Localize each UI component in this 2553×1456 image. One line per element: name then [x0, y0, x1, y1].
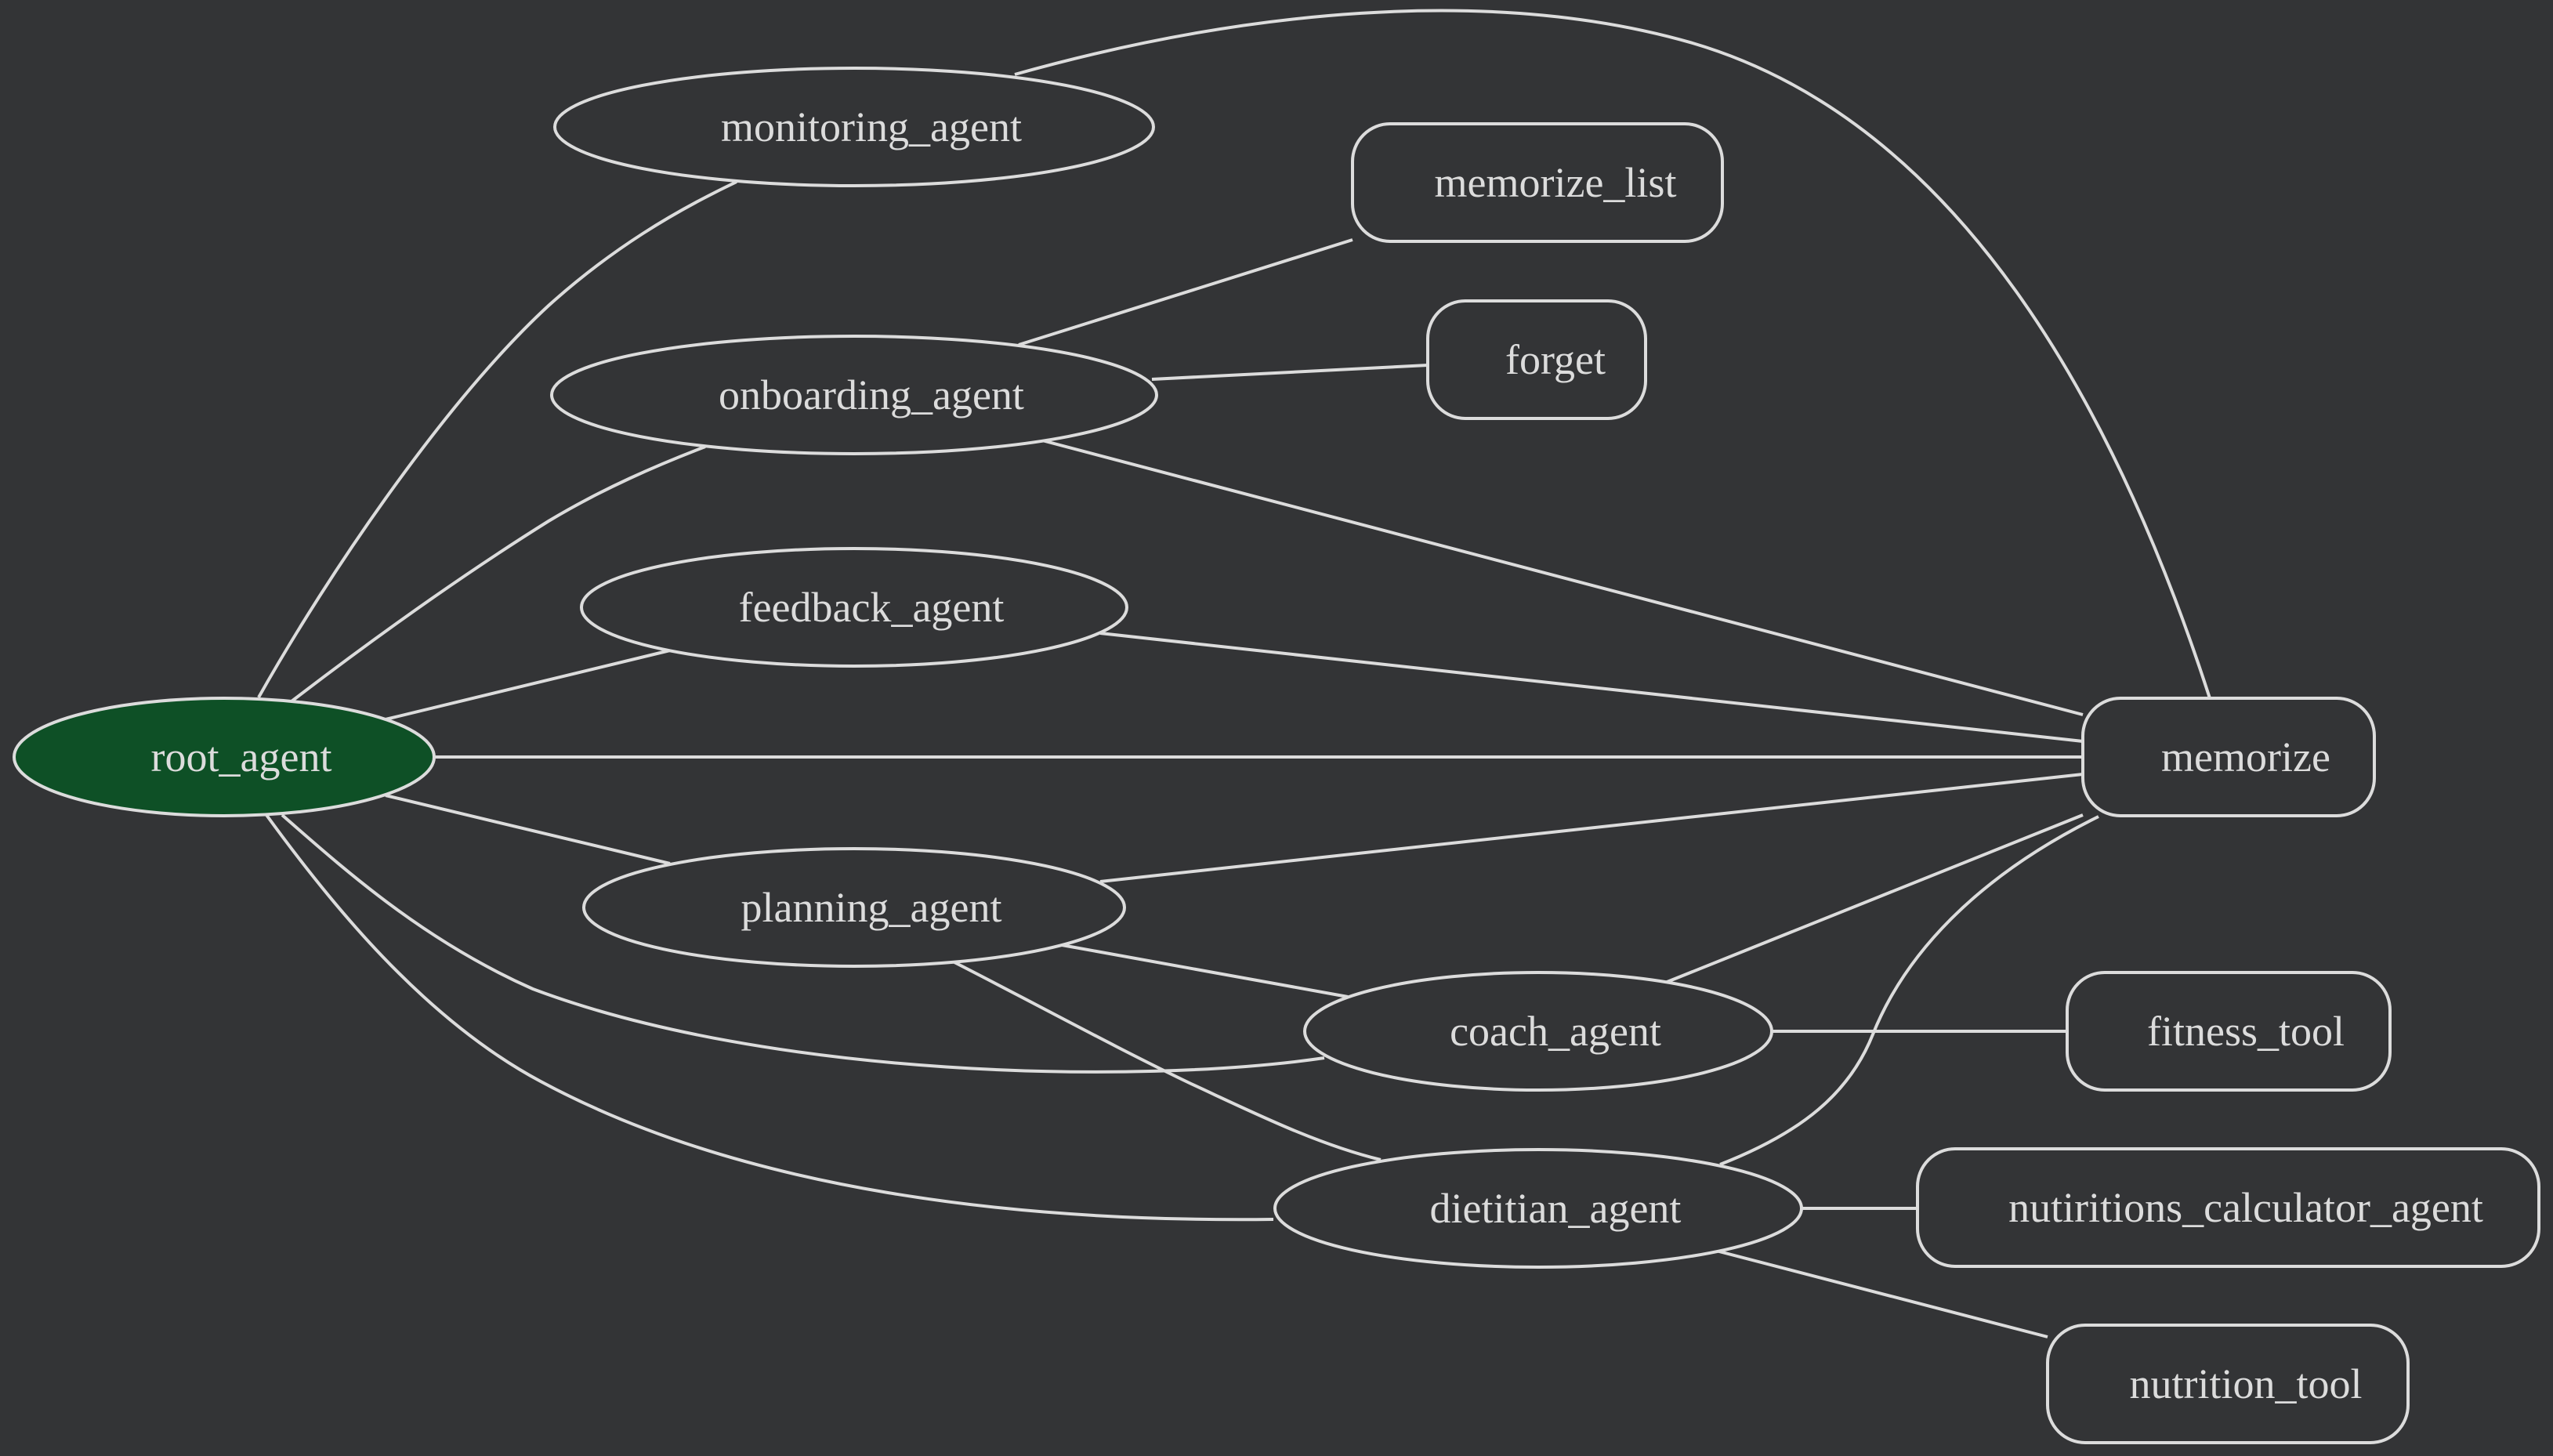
- edges-layer: [257, 9, 2211, 1338]
- edge-root-agent-to-feedback-agent: [385, 649, 671, 721]
- node-label-onboarding-agent: onboarding_agent: [719, 371, 1024, 418]
- node-label-forget: forget: [1505, 336, 1606, 383]
- node-onboarding-agent-ellipse: [550, 335, 1158, 455]
- edge-onboarding-agent-to-memorize: [1041, 439, 2084, 716]
- edge-coach-agent-to-memorize: [1664, 813, 2084, 984]
- node-monitoring-agent-ellipse: [553, 67, 1155, 187]
- node-planning-agent-ellipse: [582, 847, 1126, 968]
- node-label-coach-agent: coach_agent: [1450, 1008, 1661, 1055]
- edge-root-agent-to-dietitian-agent: [265, 813, 1274, 1222]
- node-fitness-tool-box: [2066, 971, 2392, 1092]
- edge-root-agent-to-monitoring-agent: [257, 180, 737, 698]
- node-label-planning-agent: planning_agent: [741, 884, 1002, 931]
- node-forget-box: [1426, 299, 1647, 420]
- node-label-memorize: memorize: [2161, 733, 2330, 781]
- node-onboarding-agent[interactable]: onboarding_agent: [550, 335, 1158, 455]
- node-memorize-list[interactable]: memorize_list: [1351, 122, 1724, 243]
- node-nutrition-tool[interactable]: nutrition_tool: [2046, 1324, 2410, 1444]
- node-dietitian-agent[interactable]: dietitian_agent: [1273, 1148, 1803, 1269]
- node-label-root-agent: root_agent: [151, 733, 332, 781]
- node-label-monitoring-agent: monitoring_agent: [721, 103, 1022, 150]
- node-memorize-box: [2081, 697, 2376, 817]
- node-planning-agent[interactable]: planning_agent: [582, 847, 1126, 968]
- node-label-feedback-agent: feedback_agent: [739, 584, 1005, 631]
- edge-dietitian-agent-to-memorize: [1719, 815, 2099, 1166]
- edge-root-agent-to-coach-agent: [281, 813, 1325, 1074]
- node-forget[interactable]: forget: [1426, 299, 1647, 420]
- node-nutrition-tool-box: [2046, 1324, 2410, 1444]
- node-label-nutrition-tool: nutrition_tool: [2130, 1360, 2363, 1407]
- node-coach-agent-ellipse: [1303, 971, 1773, 1092]
- node-feedback-agent[interactable]: feedback_agent: [580, 547, 1128, 668]
- edge-dietitian-agent-to-nutrition-tool: [1715, 1249, 2048, 1338]
- node-root-agent[interactable]: root_agent: [13, 697, 436, 817]
- nodes-layer: root_agent monitoring_agent onboarding_age…: [13, 67, 2540, 1444]
- edge-root-agent-to-planning-agent: [385, 794, 671, 865]
- edge-root-agent-to-onboarding-agent: [290, 445, 706, 703]
- node-nutiritions-calculator-agent[interactable]: nutiritions_calculator_agent: [1916, 1147, 2540, 1268]
- edge-onboarding-agent-to-forget: [1151, 364, 1429, 381]
- node-dietitian-agent-ellipse: [1273, 1148, 1803, 1269]
- edge-onboarding-agent-to-memorize-list: [1018, 238, 1353, 346]
- node-memorize-list-box: [1351, 122, 1724, 243]
- node-label-fitness-tool: fitness_tool: [2147, 1008, 2345, 1055]
- node-fitness-tool[interactable]: fitness_tool: [2066, 971, 2392, 1092]
- node-label-nutiritions-calculator-agent: nutiritions_calculator_agent: [2008, 1184, 2483, 1231]
- node-memorize[interactable]: memorize: [2081, 697, 2376, 817]
- node-root-agent-ellipse: [13, 697, 436, 817]
- node-nutiritions-calculator-agent-box: [1916, 1147, 2540, 1268]
- edge-feedback-agent-to-memorize: [1099, 632, 2084, 743]
- edge-planning-agent-to-dietitian-agent: [954, 961, 1382, 1161]
- node-label-memorize-list: memorize_list: [1435, 159, 1677, 206]
- node-monitoring-agent[interactable]: monitoring_agent: [553, 67, 1155, 187]
- node-label-dietitian-agent: dietitian_agent: [1430, 1185, 1682, 1232]
- edge-planning-agent-to-coach-agent: [1061, 944, 1349, 998]
- node-coach-agent[interactable]: coach_agent: [1303, 971, 1773, 1092]
- edge-planning-agent-to-memorize: [1099, 773, 2084, 883]
- edge-monitoring-agent-to-memorize: [1014, 9, 2211, 699]
- node-feedback-agent-ellipse: [580, 547, 1128, 668]
